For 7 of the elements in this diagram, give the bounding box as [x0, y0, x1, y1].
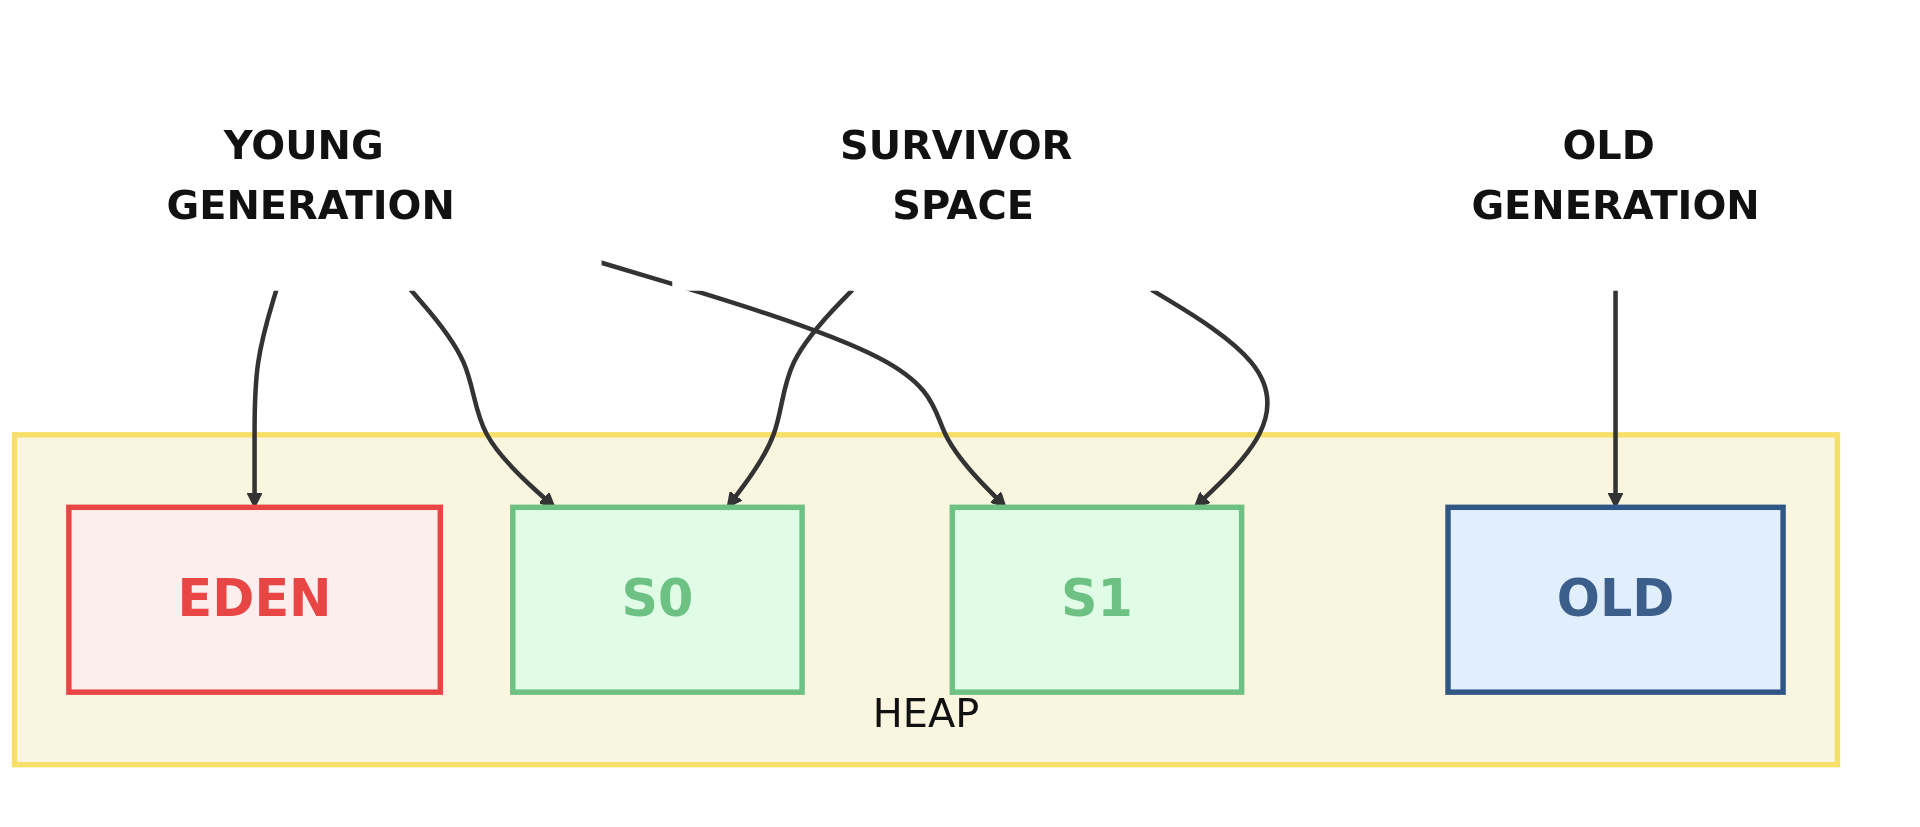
node-box: EDEN — [66, 505, 443, 696]
node-text: OLD GENERATION — [1471, 123, 1760, 229]
node-box: S0 — [510, 505, 805, 696]
node-text: YOUNG GENERATION — [166, 123, 455, 229]
node-box: OLD — [1445, 505, 1786, 696]
node-text: SURVIVOR SPACE — [840, 123, 1073, 229]
node-box: S1 — [949, 505, 1245, 696]
